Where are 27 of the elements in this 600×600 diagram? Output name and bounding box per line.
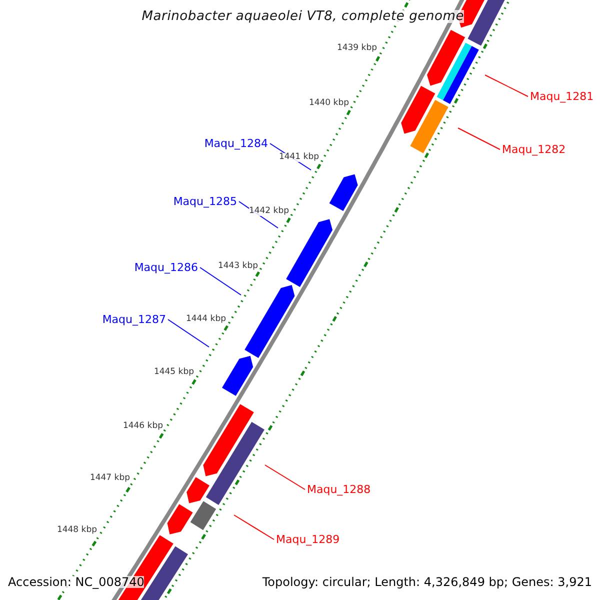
tick-label: 1447 kbp (90, 474, 130, 482)
leader-line (200, 267, 242, 296)
accession-text: Accession: NC_008740 (8, 576, 144, 588)
gene-label: Maqu_1286 (134, 262, 198, 273)
tick-label: 1445 kbp (154, 368, 194, 376)
tick-label: 1441 kbp (278, 153, 319, 162)
gene-label: Maqu_1282 (502, 144, 566, 155)
tick-label: 1446 kbp (122, 422, 163, 430)
gene-label: Maqu_1281 (530, 91, 594, 102)
tick-label: 1440 kbp (308, 99, 349, 108)
genome-info-text: Topology: circular; Length: 4,326,849 bp; Genes: 3,921 (262, 576, 592, 588)
leader-line (264, 464, 306, 490)
tick-label: 1442 kbp (248, 207, 289, 216)
tick-label: 1443 kbp (218, 262, 258, 270)
gene-label: Maqu_1285 (173, 196, 237, 207)
leader-line (168, 319, 210, 348)
tick-label: 1439 kbp (336, 44, 377, 52)
leader-line (484, 74, 528, 97)
tick-label: 1448 kbp (56, 526, 97, 534)
title: Marinobacter aquaeolei VT8, complete genome (142, 10, 464, 23)
gene-label: Maqu_1288 (307, 484, 371, 495)
leader-line (458, 128, 500, 150)
gene-label: Maqu_1287 (102, 314, 166, 325)
tick-label: 1444 kbp (186, 315, 226, 324)
leader-line (234, 514, 274, 540)
gene-label: Maqu_1284 (204, 138, 268, 149)
gene-label: Maqu_1289 (276, 534, 340, 545)
